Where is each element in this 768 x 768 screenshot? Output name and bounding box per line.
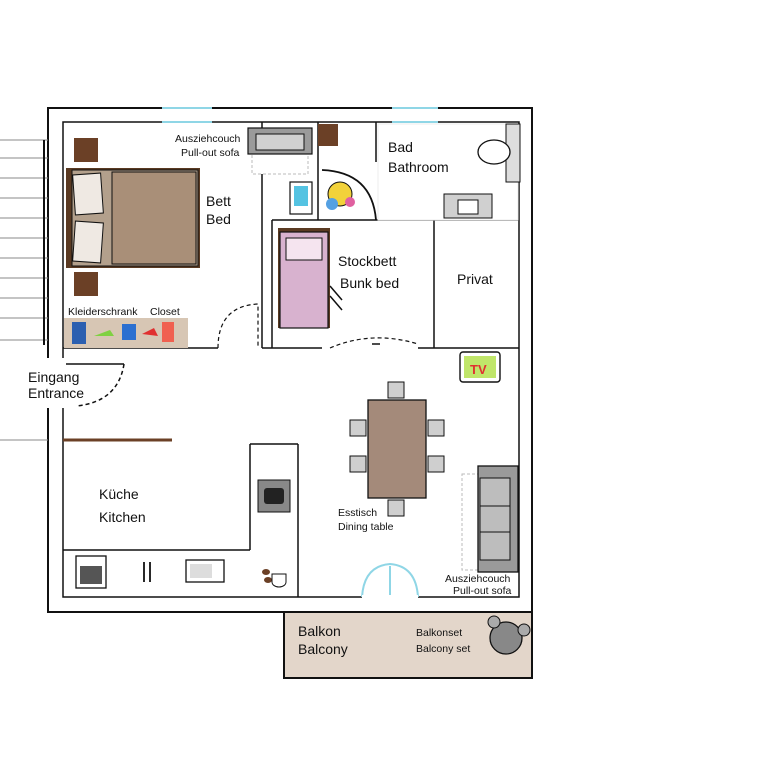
- entrance-de: Eingang: [28, 369, 79, 385]
- stove-icon: [75, 555, 107, 589]
- bathroom-door-icon: [321, 169, 377, 221]
- kitchen-en: Kitchen: [99, 509, 146, 525]
- bunkroom-de: Stockbett: [338, 253, 396, 269]
- closet-en: Closet: [150, 306, 180, 318]
- microwave-icon: [185, 559, 225, 583]
- private-label: Privat: [457, 271, 493, 287]
- dining-en: Dining table: [338, 521, 394, 533]
- pullout-living-en: Pull-out sofa: [453, 585, 512, 597]
- nightstand-icon: [74, 138, 98, 162]
- stairs-icon: [0, 139, 48, 441]
- closet-de: Kleiderschrank: [68, 306, 138, 318]
- tv-label: TV: [470, 362, 487, 377]
- chair-icon: [349, 381, 445, 517]
- bedroom-de: Bett: [206, 193, 231, 209]
- pullout-top-de: Ausziehcouch: [175, 133, 241, 145]
- sofa-icon: [461, 465, 519, 573]
- window-icon: [162, 104, 438, 124]
- bunk-bed-icon: [278, 228, 343, 329]
- nightstand-icon: [74, 272, 98, 296]
- balcony-set-icon: [487, 615, 531, 655]
- bedroom-en: Bed: [206, 211, 231, 227]
- bunkroom-door-icon: [329, 337, 419, 349]
- dining-de: Esstisch: [338, 507, 377, 519]
- balcony-de: Balkon: [298, 623, 341, 639]
- toys-icon: [326, 181, 355, 210]
- pot-icon: [257, 479, 291, 513]
- kitchen-de: Küche: [99, 486, 139, 502]
- sofa-icon: [247, 127, 313, 175]
- pullout-top-en: Pull-out sofa: [181, 147, 240, 159]
- coffee-icon: [262, 569, 287, 588]
- bunkroom-en: Bunk bed: [340, 275, 399, 291]
- bathroom-en: Bathroom: [388, 159, 449, 175]
- balcony-door-icon: [361, 562, 419, 598]
- entrance-en: Entrance: [28, 385, 84, 401]
- bed-icon: [66, 168, 200, 268]
- balcony-set-en: Balcony set: [416, 643, 470, 655]
- sink-icon: [443, 193, 493, 219]
- balcony-set-de: Balkonset: [416, 627, 462, 639]
- nightstand-icon: [318, 124, 338, 146]
- bathroom-de: Bad: [388, 139, 413, 155]
- tv-icon: TV: [459, 351, 501, 383]
- dining-table-icon: [367, 399, 427, 499]
- toilet-icon: [477, 123, 521, 183]
- pullout-living-de: Ausziehcouch: [445, 573, 511, 585]
- balcony-en: Balcony: [298, 641, 348, 657]
- bedroom-door-icon: [217, 303, 259, 349]
- cutlery-icon: [143, 562, 151, 582]
